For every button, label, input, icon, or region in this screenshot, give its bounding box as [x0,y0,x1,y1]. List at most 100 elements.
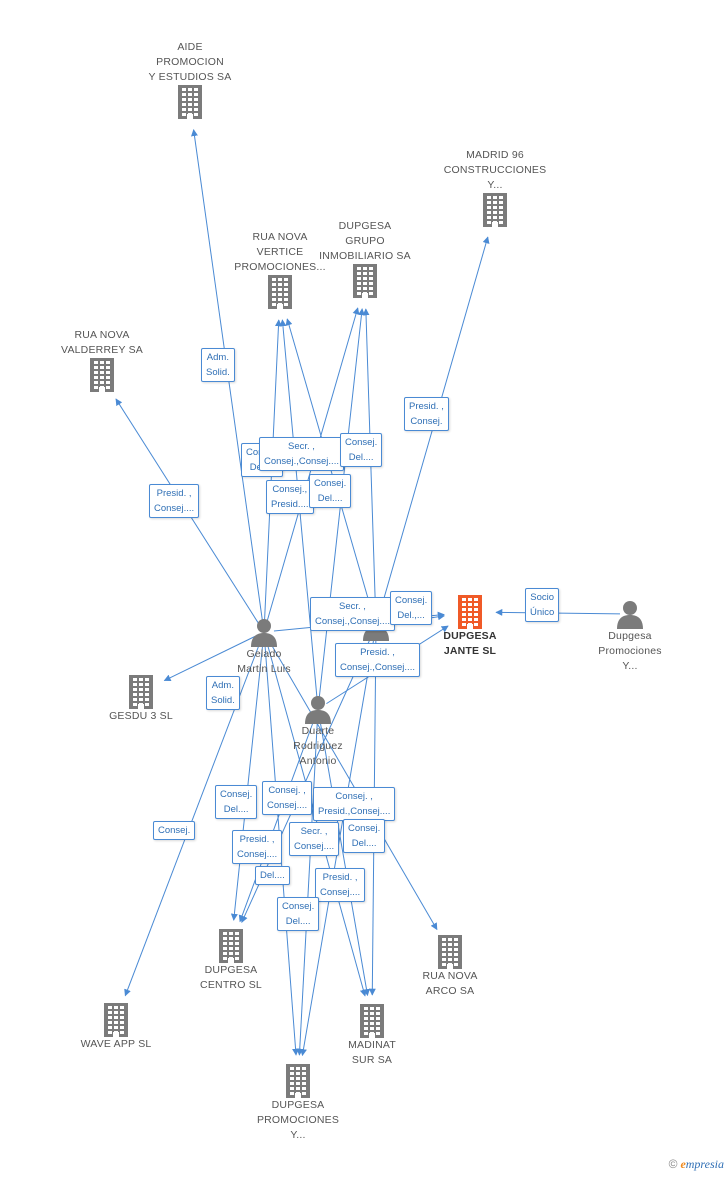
relation-label-r-presid-madrid[interactable]: Presid. ,Consej. [404,397,449,431]
relation-label-r-adm-gesdu[interactable]: Adm.Solid. [206,676,240,710]
relation-text: Del.... [285,916,311,927]
node-waveapp[interactable]: WAVE APP SL [46,1003,186,1052]
relation-text: Consej. [314,478,347,489]
node-gesdu3[interactable]: GESDU 3 SL [71,675,211,724]
relation-label-r-consej-del-jante[interactable]: Consej.Del.,... [390,591,433,625]
node-dupgesajante[interactable]: DUPGESA JANTE SL [400,595,540,659]
relation-label-r-consej-del-b[interactable]: Consej.Del.... [340,433,383,467]
edge-duarte-to-dupgesapromociones [296,718,318,1056]
node-label-line: Y... [290,1129,306,1141]
relation-text: Consej. [348,823,381,834]
node-label-line: Y... [622,660,638,672]
node-label-line: CENTRO SL [200,979,262,991]
brand-footer[interactable]: ©empresia [669,1157,724,1172]
relation-text: Consej. , [268,785,306,796]
relation-text: Presid. , [156,488,192,499]
node-label-line: RUA NOVA [74,329,130,341]
node-label-line: PROMOCIONES... [234,261,326,273]
relation-text: Secr. , [339,601,366,612]
relation-text: Consej. [395,595,428,606]
relation-text: Consej.,Consej.... [315,616,390,627]
node-label-line: Dupgesa [608,630,652,642]
building-icon [436,935,464,969]
node-label: GESDU 3 SL [109,709,173,724]
node-dupgesacentro[interactable]: DUPGESA CENTRO SL [161,929,301,993]
relation-label-r-adm-aide[interactable]: Adm. Solid. [201,348,235,382]
relation-label-r-presid-valderrey[interactable]: Presid. , Consej.... [149,484,200,518]
relation-label-r-presid-consej-a[interactable]: Presid. ,Consej.... [232,830,283,864]
relation-label-r-secr-jante[interactable]: Secr. , Consej.,Consej.... [310,597,395,631]
relation-label-r-consej-del-e[interactable]: Consej.Del.... [343,819,386,853]
relation-text: Solid. [206,367,230,378]
relation-label-r-secr-consej[interactable]: Secr. ,Consej.... [289,822,340,856]
relation-label-r-consej-del-g[interactable]: Consej. Del.... [277,897,320,931]
building-icon [176,85,204,119]
relation-text: Consej.... [320,887,361,898]
brand-initial: e [680,1157,686,1171]
node-madinat[interactable]: MADINAT SUR SA [302,1004,442,1068]
building-icon [127,675,155,709]
relation-label-r-del-f[interactable]: Del.... [255,866,290,885]
relation-label-r-consej-wave[interactable]: Consej. [153,821,196,840]
relation-text: Presid.... [271,499,309,510]
relation-label-r-secr-vertice[interactable]: Secr. ,Consej.,Consej.... [259,437,344,471]
relation-text: Del.... [223,804,249,815]
node-label-line: JANTE SL [443,645,497,657]
building-icon [351,264,379,298]
building-icon [217,929,245,963]
relation-text: Consej. [158,825,191,836]
copyright-symbol: © [668,1157,678,1171]
edge-duarte-to-dupgesacentro [238,718,316,923]
relation-text: Consej. [282,901,315,912]
relation-label-r-consej-presid-b[interactable]: Consej. ,Presid.,Consej.... [313,787,396,821]
node-label-line: DUPGESA [443,630,497,642]
node-label-line: GESDU 3 SL [109,710,173,722]
node-label-line: Y... [487,179,503,191]
node-label-line: DUPGESA [271,1099,325,1111]
relation-label-r-consej-del-c[interactable]: Consej. Del.... [309,474,352,508]
person-icon [303,694,333,724]
relation-label-r-consej-presid[interactable]: Consej., Presid.... [266,480,314,514]
node-label-line: Rodriguez [293,740,343,752]
relation-label-r-consej-consej[interactable]: Consej. ,Consej.... [262,781,313,815]
node-label-line: DUPGESA [204,964,258,976]
building-icon [481,193,509,227]
relation-label-r-consej-del-d[interactable]: Consej. Del.... [215,785,258,819]
relation-label-r-presid-jante[interactable]: Presid. ,Consej.,Consej.... [335,643,420,677]
node-label: MADINAT SUR SA [348,1038,396,1068]
relation-text: Del.... [317,493,343,504]
node-label-line: CONSTRUCCIONES [443,164,547,176]
relation-text: Consej. [220,789,253,800]
relation-label-r-presid-consej-b[interactable]: Presid. ,Consej.... [315,868,366,902]
edge-gelado-to-dupgesacentro [230,641,264,921]
relation-text: Único [530,607,555,618]
relation-text: Consej., [272,484,308,495]
relation-text: Consej.... [294,841,335,852]
relation-text: Consej.,Consej.... [264,456,339,467]
node-label-line: SUR SA [351,1054,393,1066]
relation-text: Adm. [206,352,229,363]
edge-gelado-to-gesdu3 [163,635,256,682]
node-label-line: MADINAT [348,1039,396,1051]
relation-text: Presid. , [360,647,395,658]
node-label-line: Y ESTUDIOS SA [148,71,232,83]
node-label-line: Martin Luis [237,663,291,675]
edge-gelado-to-ruanovaarco [268,640,438,931]
relation-text: Consej.... [154,503,195,514]
